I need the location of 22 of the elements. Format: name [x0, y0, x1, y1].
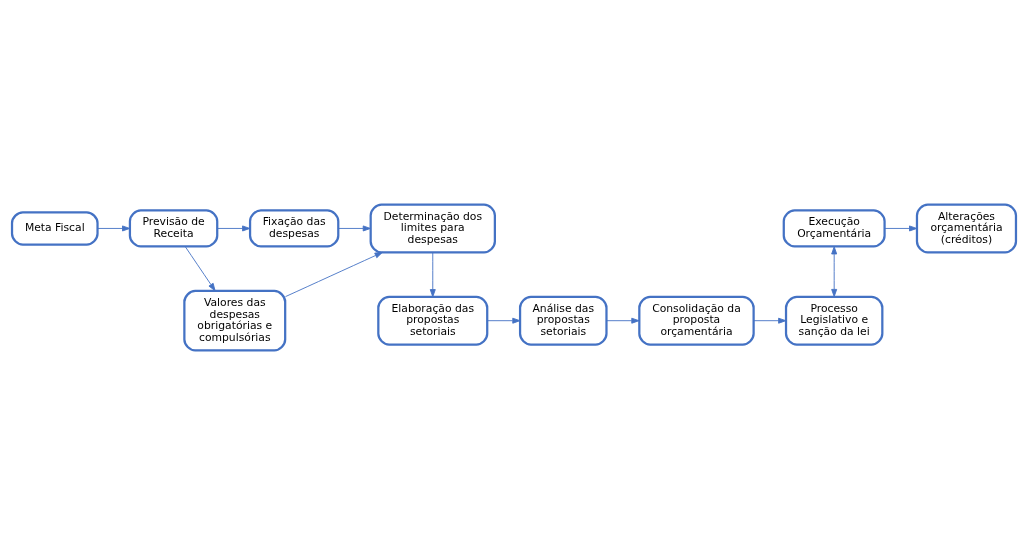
- node-box: Elaboração das propostas setoriais: [377, 295, 489, 346]
- node-box: Determinação dos limites para despesas: [369, 202, 496, 253]
- node-box: Previsão de Receita: [128, 208, 219, 248]
- node-box: Fixação das despesas: [248, 208, 340, 248]
- arrow: [831, 245, 838, 297]
- arrow: [753, 317, 787, 324]
- arrow: [285, 251, 383, 297]
- arrow: [184, 245, 216, 291]
- node-box: Execução Orçamentária: [782, 208, 886, 248]
- node-box: Processo Legislativo e sanção da lei: [784, 295, 884, 346]
- node-box: Consolidação da proposta orçamentária: [638, 295, 755, 346]
- node-box: Valores das despesas obrigatórias e compulsórias: [183, 289, 287, 352]
- arrow: [216, 225, 251, 231]
- arrow: [337, 225, 371, 231]
- arrow: [429, 251, 436, 297]
- arrow: [486, 317, 521, 324]
- arrow: [97, 225, 131, 231]
- node-box: Análise das propostas setoriais: [518, 295, 608, 346]
- arrow: [606, 317, 640, 324]
- node-box: Meta Fiscal: [10, 210, 99, 246]
- node-box: Alterações orçamentária (créditos): [915, 202, 1018, 253]
- arrow: [884, 225, 918, 231]
